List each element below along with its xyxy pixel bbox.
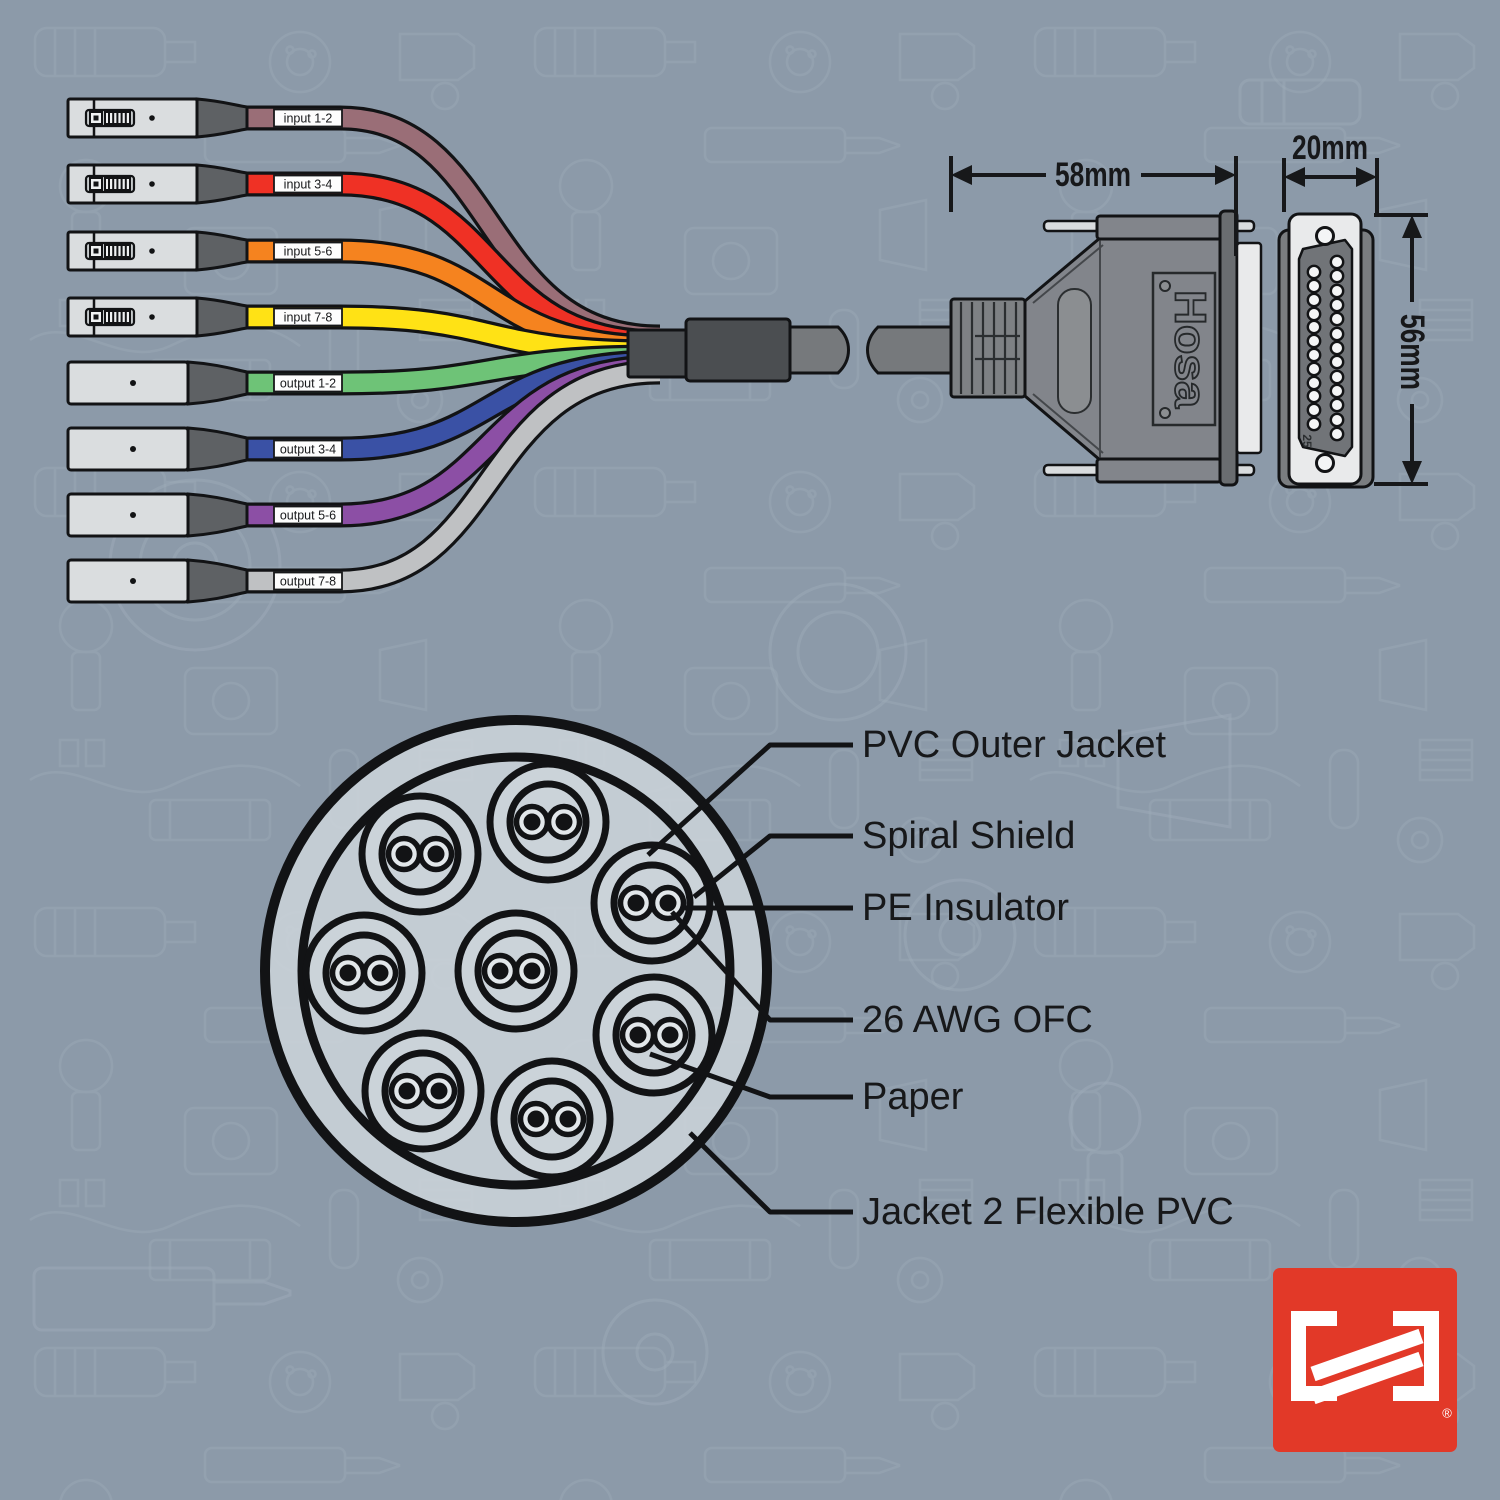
cable-fan <box>240 105 661 594</box>
xlr-male-output-5-6 <box>66 492 249 538</box>
svg-text:input 3-4: input 3-4 <box>284 178 333 192</box>
label-input-1-2: input 1-2 <box>273 108 343 128</box>
nameplate-screw-top <box>1159 280 1171 292</box>
svg-text:output 7-8: output 7-8 <box>280 575 336 589</box>
conductor-bundles <box>302 760 716 1181</box>
label-output-7-8: output 7-8 <box>273 571 343 591</box>
hosa-brand-text: Hosa <box>1166 290 1215 409</box>
leader-spiral-shield <box>692 833 853 899</box>
label-input-3-4: input 3-4 <box>273 174 343 194</box>
bundle <box>592 973 716 1097</box>
xlr-female-input-7-8 <box>66 296 249 338</box>
dimension-56mm: 56mm <box>1374 213 1431 486</box>
svg-text:input 5-6: input 5-6 <box>284 245 333 259</box>
thumbscrews <box>1042 219 1256 477</box>
cross-section-labels: PVC Outer Jacket Spiral Shield PE Insula… <box>862 724 1234 1233</box>
label-spiral-shield: Spiral Shield <box>862 815 1075 857</box>
svg-text:output 3-4: output 3-4 <box>280 443 336 457</box>
background-doodles-large <box>32 78 1362 1406</box>
pin-count-label: 25 <box>1300 434 1314 448</box>
bundle-center <box>454 909 578 1033</box>
leader-jacket2 <box>688 1131 853 1215</box>
label-output-3-4: output 3-4 <box>273 439 343 459</box>
db25-side-view: Hosa <box>1023 209 1263 487</box>
cable-labels: input 1-2 input 3-4 input 5-6 input 7-8 … <box>273 108 343 591</box>
hood-grip <box>1057 288 1092 414</box>
label-output-5-6: output 5-6 <box>273 505 343 525</box>
bundle <box>361 1029 485 1153</box>
bundle <box>358 792 482 916</box>
dsub-pins <box>1306 254 1345 442</box>
dimension-20mm: 20mm <box>1282 129 1379 213</box>
bundle <box>490 1057 614 1181</box>
xlr-male-output-1-2 <box>66 360 249 406</box>
xlr-male-output-3-4 <box>66 426 249 472</box>
svg-text:output 1-2: output 1-2 <box>280 377 336 391</box>
trunk-segment-right <box>866 325 955 375</box>
svg-text:output 5-6: output 5-6 <box>280 509 336 523</box>
hosa-nameplate <box>1151 271 1217 427</box>
cross-section-diagram: PVC Outer Jacket Spiral Shield PE Insula… <box>260 715 1234 1233</box>
label-jacket2-flexible-pvc: Jacket 2 Flexible PVC <box>862 1191 1234 1233</box>
trunk-sleeve <box>684 317 792 383</box>
bundle <box>590 841 714 965</box>
hood-top-bar <box>1095 214 1223 241</box>
leader-paper <box>649 1051 853 1100</box>
cable-color <box>240 362 661 591</box>
db25-front-view: 25 <box>1277 212 1375 489</box>
registered-mark: ® <box>1442 1406 1452 1421</box>
svg-text:input 1-2: input 1-2 <box>284 112 333 126</box>
label-input-5-6: input 5-6 <box>273 241 343 261</box>
leader-26awg-ofc <box>670 910 853 1023</box>
hood-detail-lines <box>1032 240 1104 458</box>
xlr-male-connectors <box>66 360 249 604</box>
xlr-female-connectors <box>66 97 249 338</box>
label-26awg-ofc: 26 AWG OFC <box>862 999 1093 1041</box>
spiral-shield-ring <box>297 752 735 1190</box>
bundle <box>486 760 610 884</box>
dimension-annotations: 58mm 20mm 56mm <box>949 129 1431 486</box>
nameplate-screw-bottom <box>1159 407 1171 419</box>
connector-boot <box>186 492 249 538</box>
bundle <box>302 911 426 1035</box>
label-pe-insulator: PE Insulator <box>862 887 1069 929</box>
connector-boot <box>186 558 249 604</box>
hosa-logo: ® <box>1273 1268 1457 1452</box>
label-output-1-2: output 1-2 <box>273 373 343 393</box>
connector-boot <box>195 163 249 205</box>
connector-boot <box>186 426 249 472</box>
leader-pvc-outer-jacket <box>646 742 853 857</box>
xlr-female-input-5-6 <box>66 230 249 272</box>
connector-boot <box>195 230 249 272</box>
hosa-h-mark <box>1291 1311 1439 1405</box>
connector-boot <box>195 97 249 139</box>
cable-output-7-8 <box>240 359 661 594</box>
trunk-cable <box>626 297 1027 399</box>
label-paper: Paper <box>862 1076 964 1118</box>
leader-lines <box>646 742 853 1215</box>
hood-bottom-bar <box>1095 457 1223 484</box>
screw-hole-top <box>1315 226 1335 246</box>
trunk-sleeve-step <box>626 328 692 379</box>
label-pvc-outer-jacket: PVC Outer Jacket <box>862 724 1167 766</box>
strain-relief-ribs <box>959 302 1020 394</box>
dimension-20mm-label: 20mm <box>1292 129 1368 167</box>
svg-text:input 7-8: input 7-8 <box>284 311 333 325</box>
trunk-segment-left <box>788 325 850 375</box>
xlr-male-output-7-8 <box>66 558 249 604</box>
xlr-female-input-3-4 <box>66 163 249 205</box>
dimension-58mm-label: 58mm <box>1055 156 1131 194</box>
dsub-side-body <box>1235 241 1263 455</box>
xlr-female-input-1-2 <box>66 97 249 139</box>
screw-hole-bottom <box>1315 453 1335 473</box>
label-input-7-8: input 7-8 <box>273 307 343 327</box>
connector-boot <box>195 296 249 338</box>
dimension-58mm: 58mm <box>949 156 1238 256</box>
connector-boot <box>186 360 249 406</box>
dimension-56mm-label: 56mm <box>1393 314 1431 390</box>
